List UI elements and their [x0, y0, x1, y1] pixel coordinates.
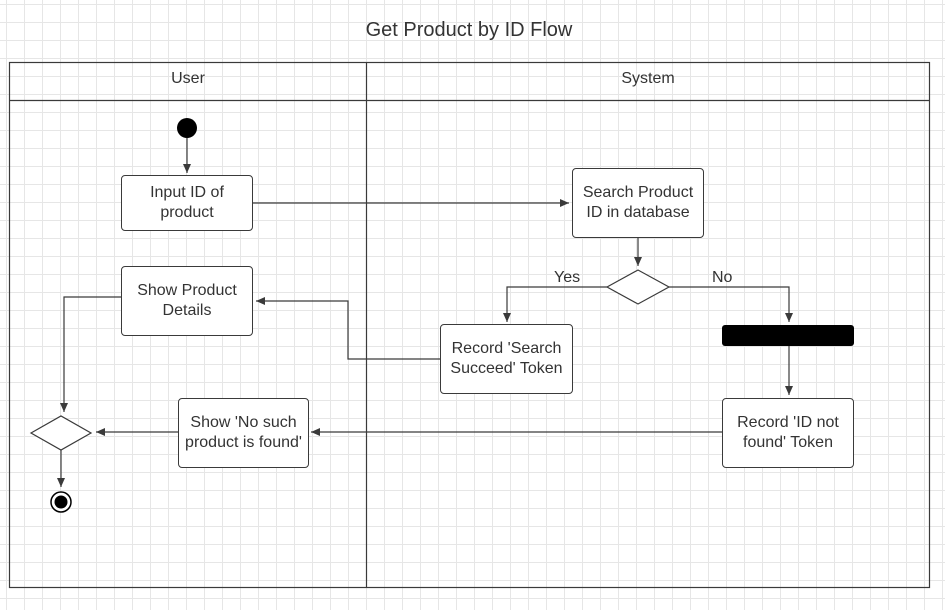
action-search-product: Search Product ID in database [572, 168, 704, 238]
guard-no: No [712, 269, 733, 286]
lane-header-user: User [171, 70, 205, 87]
flow-record-success-to-show-details [256, 297, 441, 360]
flow-show-details-to-merge [60, 296, 122, 412]
end-node-dot [54, 495, 68, 509]
guard-yes: Yes [554, 269, 581, 286]
swimlane-frame [8, 61, 931, 589]
lane-header-system: System [621, 70, 675, 87]
action-input-id: Input ID of product [121, 175, 253, 231]
merge-diamond [29, 415, 93, 451]
start-node [177, 118, 197, 138]
action-show-details: Show Product Details [121, 266, 253, 336]
flow-yes-to-record-success [503, 286, 607, 322]
action-record-not-found: Record 'ID not found' Token [722, 398, 854, 468]
diagram-title: Get Product by ID Flow [365, 19, 573, 41]
decision-found-diamond [605, 269, 671, 305]
fork-bar [722, 325, 854, 346]
action-record-success: Record 'Search Succeed' Token [440, 324, 573, 394]
action-show-not-found: Show 'No such product is found' [178, 398, 309, 468]
flow-no-to-fork [669, 286, 793, 322]
